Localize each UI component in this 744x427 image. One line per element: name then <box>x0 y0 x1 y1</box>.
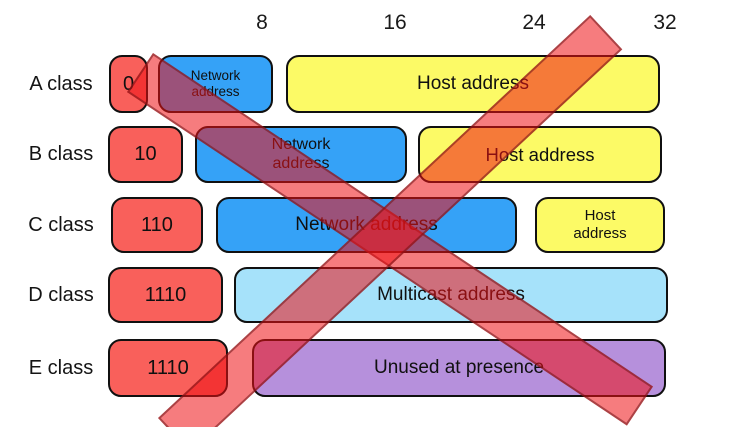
c-class-prefix-box: 110 <box>111 197 203 253</box>
row-label-e-class: E class <box>28 357 94 379</box>
row-label-b-class: B class <box>28 143 94 165</box>
row-label-d-class: D class <box>28 284 94 306</box>
c-class-host-address-box: Host address <box>535 197 665 253</box>
row-label-c-class: C class <box>28 214 94 236</box>
bit-tick-16: 16 <box>383 11 407 34</box>
d-class-prefix-box: 1110 <box>108 267 223 323</box>
b-class-prefix-box: 10 <box>108 126 183 183</box>
bit-tick-24: 24 <box>522 11 546 34</box>
bit-tick-32: 32 <box>653 11 677 34</box>
bit-tick-8: 8 <box>256 11 268 34</box>
row-label-a-class: A class <box>29 73 93 95</box>
